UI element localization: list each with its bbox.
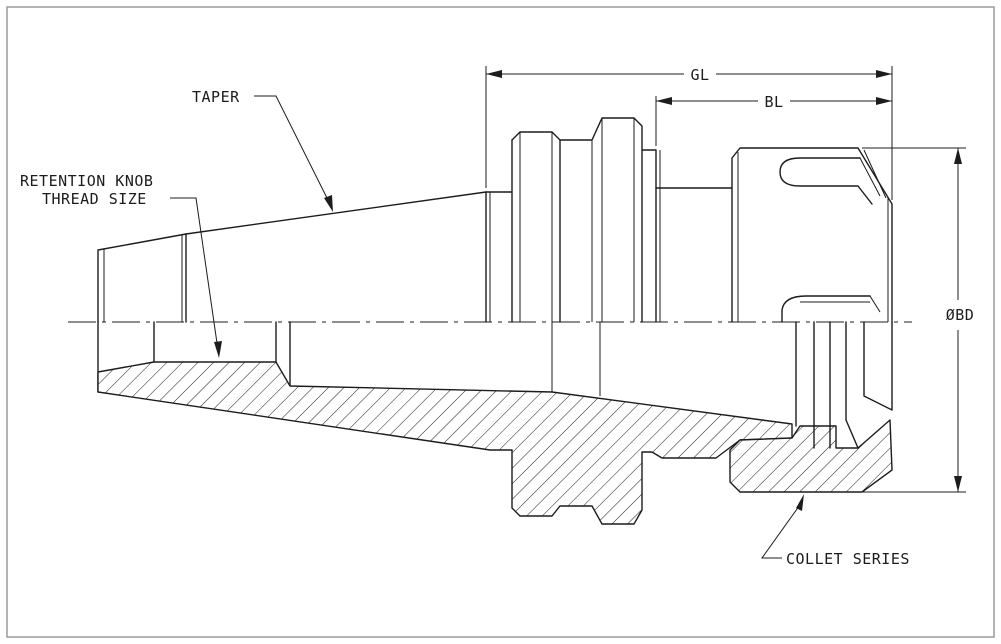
taper-label: TAPER [192, 88, 240, 106]
bl-label: BL [764, 93, 783, 111]
taper-callout: TAPER [192, 88, 333, 212]
gl-dimension: GL [485, 66, 893, 200]
upper-outline [97, 117, 893, 323]
retention-knob-label-line2: THREAD SIZE [42, 190, 147, 208]
nut-section [729, 419, 893, 493]
collet-series-callout: COLLET SERIES [761, 494, 910, 568]
bd-label: ØBD [946, 306, 975, 324]
gl-label: GL [690, 66, 709, 84]
drawing-frame [6, 6, 995, 638]
bd-dimension: ØBD [862, 147, 975, 493]
retention-knob-label-line1: RETENTION KNOB [20, 172, 153, 190]
lower-section [97, 321, 893, 525]
retention-knob-callout: RETENTION KNOB THREAD SIZE [20, 172, 222, 358]
bl-dimension: BL [655, 93, 892, 146]
collet-series-label: COLLET SERIES [786, 550, 910, 568]
body-section [97, 361, 793, 525]
